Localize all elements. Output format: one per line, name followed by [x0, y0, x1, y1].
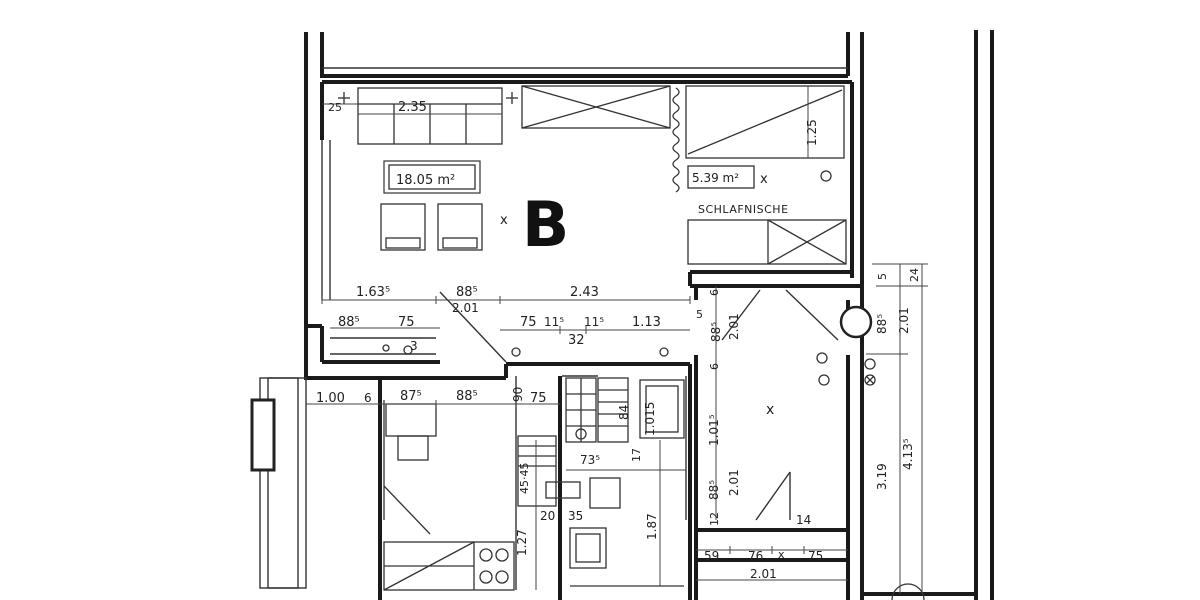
kitchen	[383, 400, 515, 591]
sink	[569, 527, 607, 569]
dim-12: 12	[708, 512, 721, 526]
bathtub	[639, 379, 685, 439]
living-room-walls	[306, 80, 862, 364]
dim-76: 76	[748, 549, 763, 563]
dim-wall-left-top: 25	[328, 101, 342, 114]
dim-885-f: 88⁵	[875, 314, 889, 334]
dim-113: 1.13	[632, 315, 661, 330]
sleeping-niche	[672, 85, 847, 265]
dim-sofa-width: 2.35	[398, 100, 427, 115]
sink-drain	[575, 428, 587, 440]
dim-6-c: 6	[364, 391, 372, 405]
armchair	[380, 203, 426, 251]
dim-885-a: 88⁵	[456, 285, 478, 300]
dim-6-a: 6	[708, 289, 721, 296]
dim-115-b: 11⁵	[584, 315, 604, 329]
dim-127: 1.27	[515, 529, 529, 556]
stove-burner	[495, 548, 509, 562]
dim-1015-b: 1.01⁵	[707, 414, 721, 446]
dim-1015-a: 1.015	[643, 402, 657, 436]
dim-885-e: 88⁵	[707, 480, 721, 500]
bathroom	[517, 377, 685, 587]
dim-75-b: 75	[520, 315, 537, 330]
dim-885-d: 88⁵	[456, 389, 478, 404]
area-sleeping: 5.39 m²	[692, 171, 739, 185]
mark-bath: x	[778, 548, 785, 561]
lower-walls	[306, 286, 850, 600]
balcony	[250, 377, 307, 589]
dim-100: 1.00	[316, 391, 345, 406]
dim-885-b: 88⁵	[338, 315, 360, 330]
dim-75-d: 75	[808, 549, 823, 563]
mark-hall: x	[766, 402, 774, 418]
wardrobe	[521, 85, 671, 129]
dim-3: 3	[410, 339, 418, 353]
dim-niche-depth: 1.25	[805, 119, 819, 146]
dim-187: 1.87	[645, 513, 659, 540]
stove-burner	[495, 570, 509, 584]
bed	[685, 85, 845, 159]
area-label-living	[383, 160, 481, 194]
dim-17: 17	[630, 448, 643, 462]
dim-201-a: 2.01	[452, 301, 479, 315]
dim-4135: 4.13⁵	[901, 438, 915, 470]
dim-5: 5	[696, 308, 703, 321]
dim-115-a: 11⁵	[544, 315, 564, 329]
dim-875: 87⁵	[400, 389, 422, 404]
dim-5b: 5	[876, 273, 889, 280]
dim-75-c: 75	[530, 391, 547, 406]
dim-201-e: 2.01	[897, 307, 911, 334]
dim-6-b: 6	[708, 363, 721, 370]
dim-319: 3.19	[875, 463, 889, 490]
dim-163: 1.63⁵	[356, 285, 390, 300]
dim-201-d: 2.01	[750, 567, 777, 581]
dim-201-c: 2.01	[727, 469, 741, 496]
washbasin	[597, 377, 629, 443]
area-living: 18.05 m²	[396, 173, 455, 188]
dim-59: 59	[704, 549, 719, 563]
dim-885-c: 88⁵	[709, 322, 723, 342]
dim-90: 90	[511, 387, 525, 402]
mark-sleeping: x	[760, 172, 768, 187]
dim-20: 20	[540, 509, 555, 523]
dim-32: 32	[568, 333, 585, 348]
dim-35: 35	[568, 509, 583, 523]
dim-14: 14	[796, 513, 811, 527]
toilet	[589, 477, 621, 509]
living-furniture	[357, 85, 671, 251]
dim-735: 73⁵	[580, 453, 600, 467]
dim-4545: 45·45	[518, 463, 531, 495]
room-label-sleeping-niche: SCHLAFNISCHE	[698, 203, 789, 216]
dim-243: 2.43	[570, 285, 599, 300]
dim-24: 24	[908, 268, 921, 282]
electrical-symbols	[338, 92, 876, 386]
dimension-lines	[306, 86, 928, 594]
cabinet	[687, 219, 847, 265]
doors	[439, 289, 925, 600]
unit-letter: B	[522, 188, 569, 261]
column	[839, 305, 873, 339]
dim-84: 84	[617, 405, 631, 420]
stove-burner	[479, 570, 493, 584]
armchair	[437, 203, 483, 251]
dim-201-b: 2.01	[727, 313, 741, 340]
mark-living: x	[500, 213, 508, 228]
dim-75-a: 75	[398, 315, 415, 330]
stove-burner	[479, 548, 493, 562]
area-label-sleeping	[687, 165, 755, 189]
